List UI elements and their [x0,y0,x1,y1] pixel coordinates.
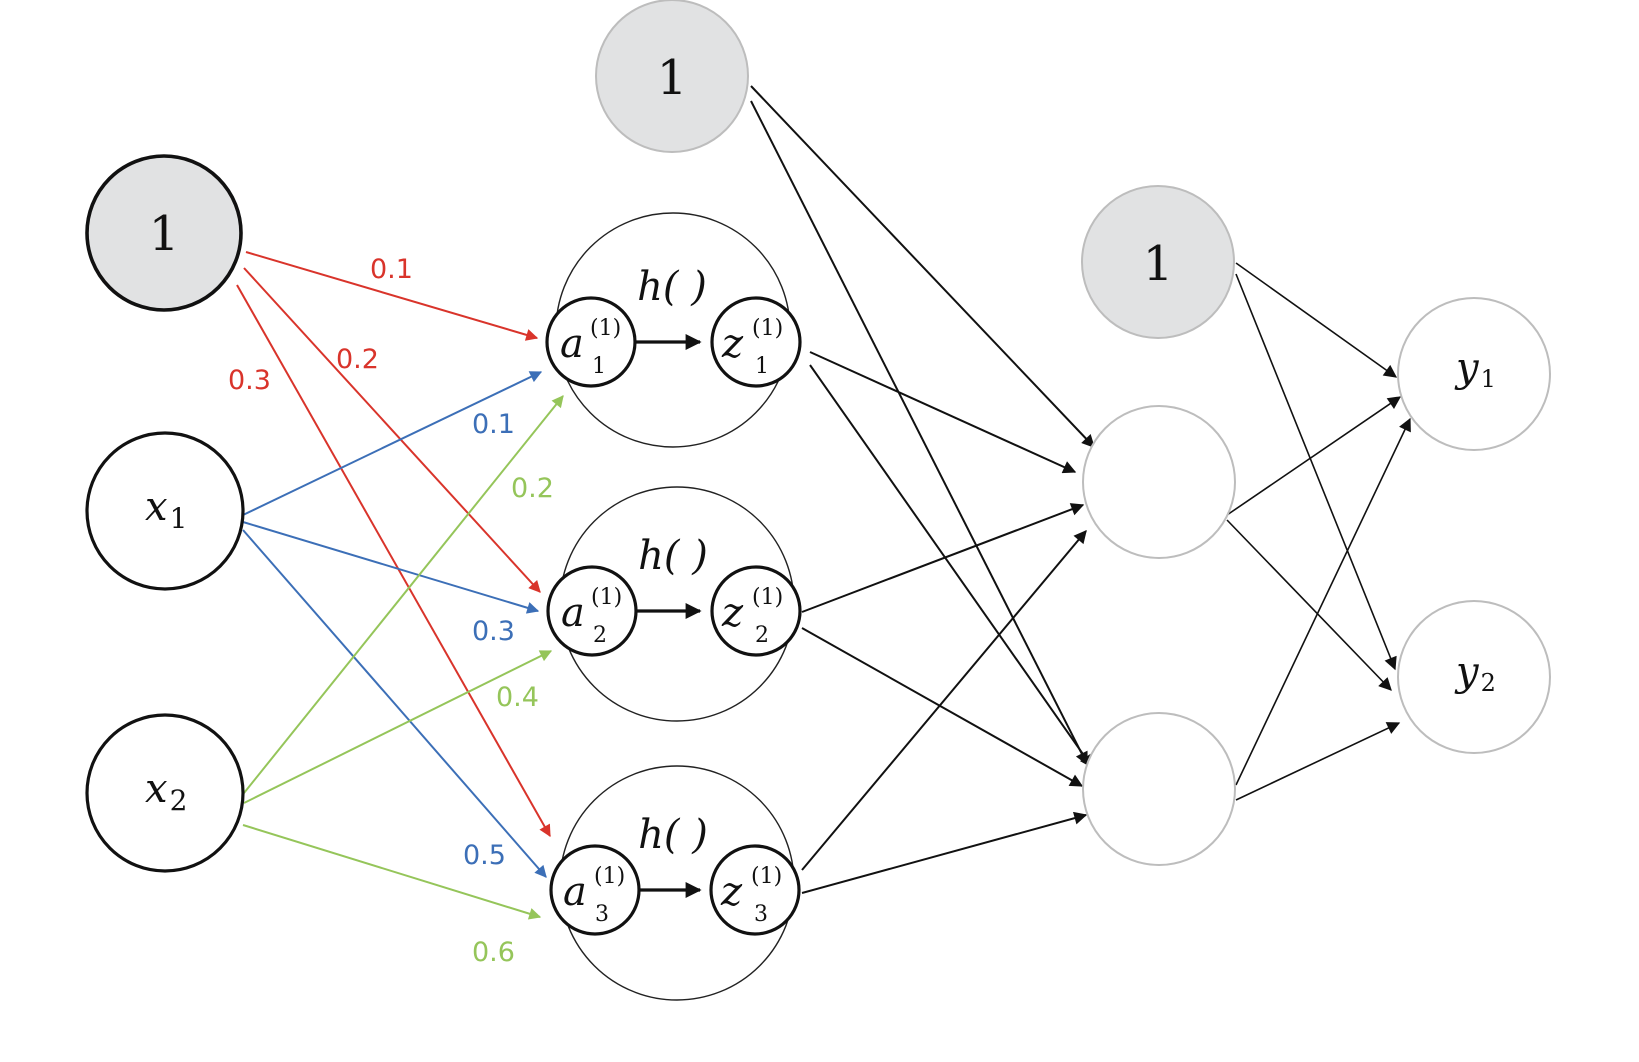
activation-function-label: h( ) [637,264,707,310]
node-z2 [710,565,802,657]
edge-n2-y2 [1235,722,1401,801]
weight-bias-a1: 0.1 [370,254,413,285]
a2-symbol: a [561,590,585,636]
hidden-unit-2: h( ) a (1) 2 z (1) 2 [546,533,802,657]
a3-subscript: 3 [595,902,609,927]
a1-superscript: (1) [590,316,621,341]
a1-symbol: a [560,321,584,367]
a2-subscript: 2 [593,623,607,648]
weight-x1-a3: 0.5 [463,840,506,871]
edge-x2-a1 [243,395,564,794]
edge-x2-a2 [243,650,553,804]
edge-n1-y1 [1226,396,1402,516]
edge-n1-y2 [1226,519,1392,691]
input-bias-label: 1 [149,206,180,262]
node-a3 [549,844,641,936]
edge-bias-a2 [243,267,541,593]
z2-subscript: 2 [755,623,769,648]
hidden-bias-node: 1 [595,0,749,153]
second-hidden-node-1 [1082,405,1236,559]
edge-bias-a3 [236,284,551,838]
a3-symbol: a [563,869,587,915]
edge-bias-a1 [245,251,539,341]
input-bias-node: 1 [85,154,243,312]
node-a1 [545,296,637,388]
activation-function-label: h( ) [638,533,708,579]
weight-x1-a2: 0.3 [472,616,515,647]
edge-x1-a3 [242,529,547,878]
node-z1 [710,296,802,388]
node-a2 [546,565,638,657]
z1-superscript: (1) [752,316,783,341]
output-node-y2: y2 [1397,600,1551,754]
z3-subscript: 3 [754,902,768,927]
input-x2-label: x2 [145,766,187,817]
edge-n2-y1 [1235,417,1411,786]
edge-z2-n1 [801,503,1085,613]
weight-x1-a1: 0.1 [472,409,515,440]
edge-z2-n2 [801,627,1084,787]
edge-z3-n1 [801,530,1087,871]
edge-bias2-n2 [750,100,1088,766]
edge-x2-a3 [242,824,542,920]
edge-z3-n2 [801,811,1088,894]
a2-superscript: (1) [591,585,622,610]
output-y2-label: y2 [1454,649,1496,697]
z1-symbol: z [721,321,744,367]
output-y1-label: y1 [1454,345,1496,393]
hidden-unit-3: h( ) a (1) 3 z (1) 3 [549,812,801,936]
weight-x2-a3: 0.6 [472,937,515,968]
second-hidden-node-2 [1082,712,1236,866]
edge-z1-n1 [809,351,1077,474]
input-node-x2: x2 [85,713,245,873]
hidden-bias-label: 1 [657,50,688,106]
edge-z1-n2 [809,364,1093,769]
a1-subscript: 1 [592,354,606,379]
hidden-unit-1: h( ) a (1) 1 z (1) 1 [545,264,802,388]
output-node-y1: y1 [1397,297,1551,451]
second-hidden-bias-node: 1 [1081,185,1235,339]
weight-bias-a3: 0.3 [228,365,271,396]
input-x1-label: x1 [145,484,187,535]
node-z3 [709,844,801,936]
edge-bias3-y1 [1235,262,1398,378]
edge-x1-a1 [242,371,543,516]
z3-symbol: z [720,869,743,915]
edge-x1-a2 [242,521,540,614]
activation-function-label: h( ) [638,812,708,858]
weight-bias-a2: 0.2 [336,344,379,375]
z3-superscript: (1) [751,864,782,889]
second-hidden-bias-label: 1 [1143,236,1174,292]
z2-symbol: z [721,590,744,636]
edge-bias2-n1 [750,85,1095,448]
z2-superscript: (1) [752,585,783,610]
a3-superscript: (1) [594,864,625,889]
weight-x2-a1: 0.2 [511,473,554,504]
input-node-x1: x1 [85,431,245,591]
edge-bias3-y2 [1235,273,1397,671]
weight-x2-a2: 0.4 [496,682,539,713]
z1-subscript: 1 [755,354,769,379]
